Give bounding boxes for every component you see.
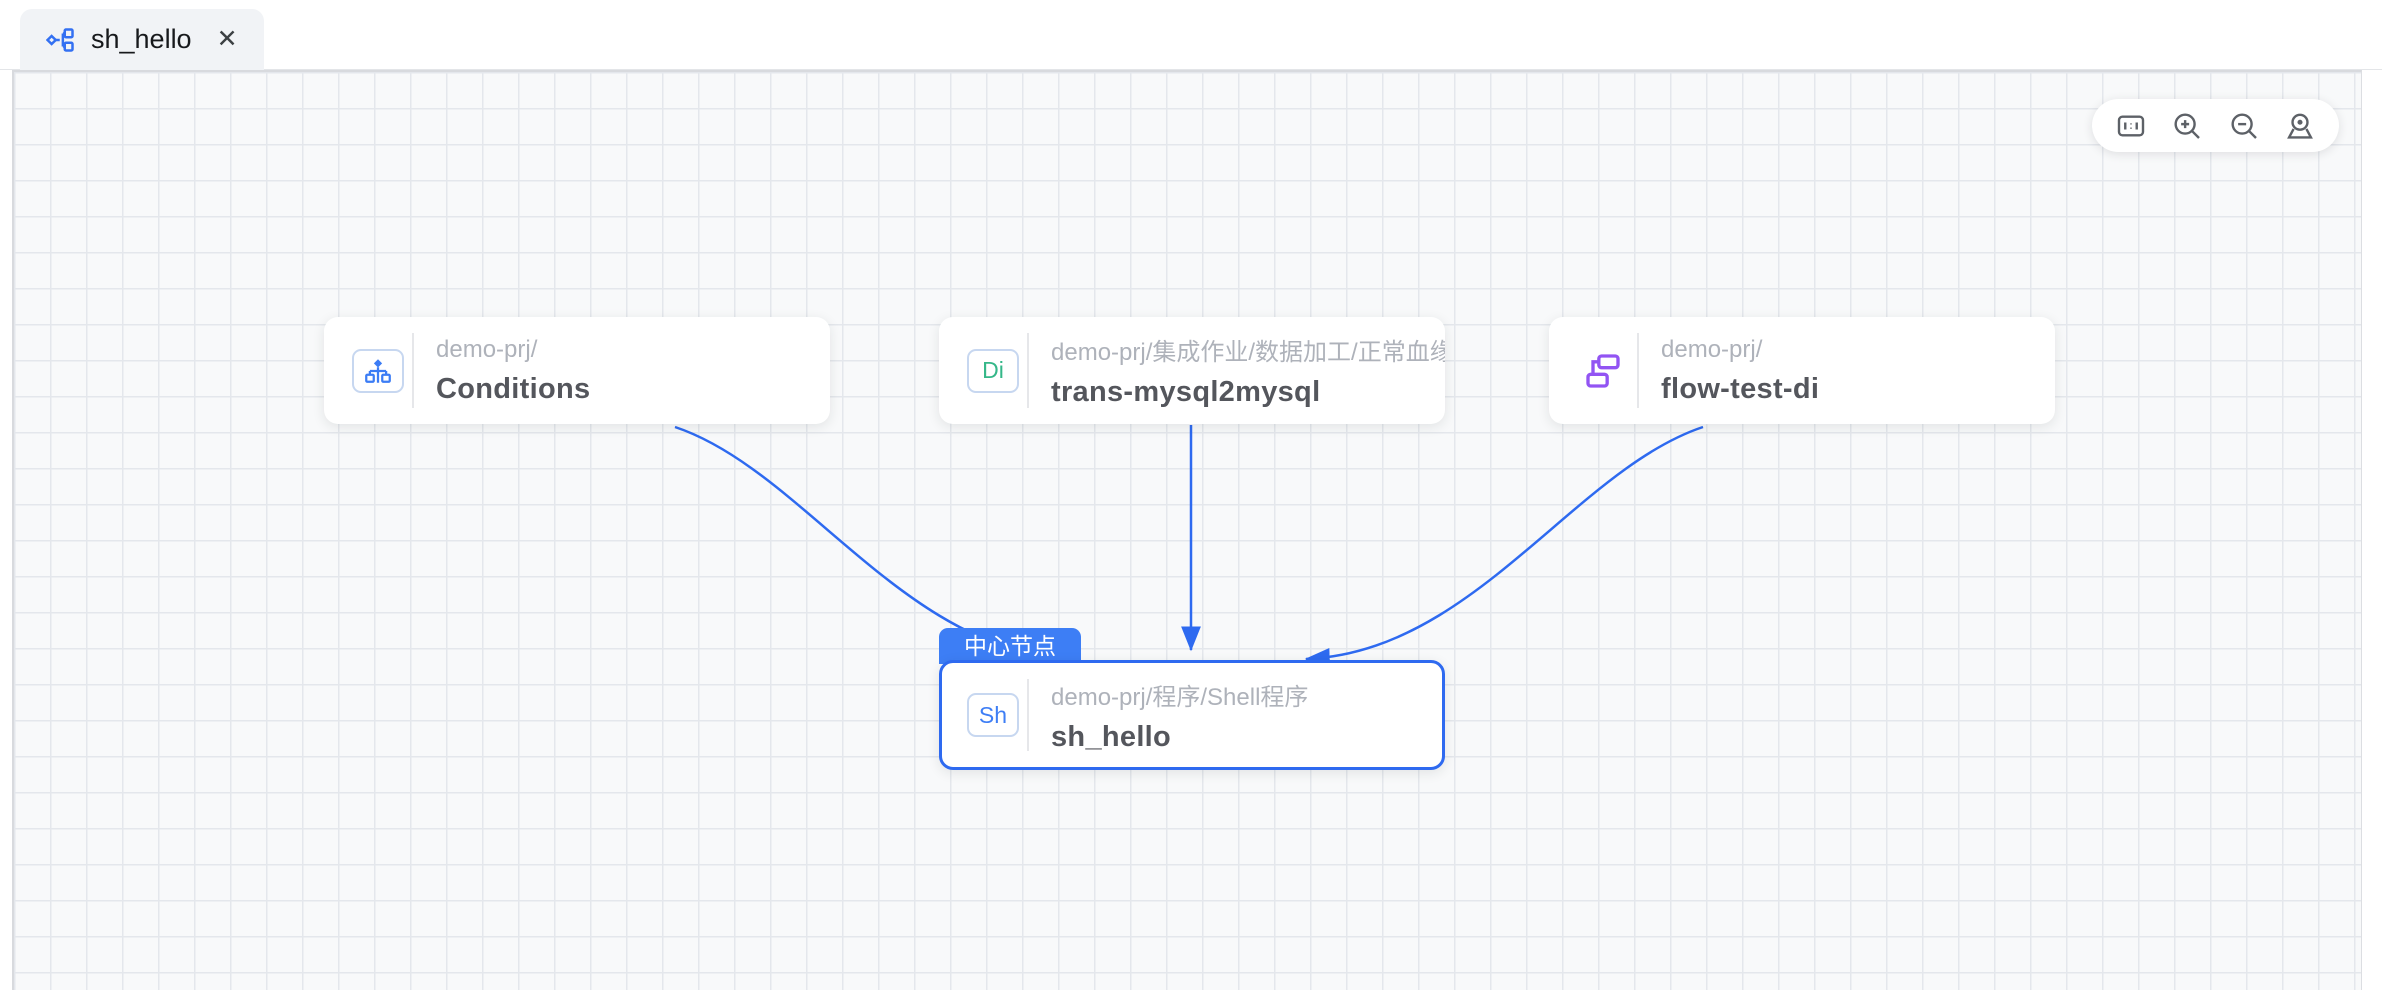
tab-sh-hello[interactable]: sh_hello ✕	[20, 9, 264, 70]
node-conditions[interactable]: demo-prj/ Conditions	[324, 317, 830, 424]
node-path: demo-prj/	[436, 335, 538, 363]
edge-layer	[674, 425, 1704, 668]
lineage-icon	[46, 25, 76, 55]
node-flow-test-di[interactable]: demo-prj/ flow-test-di	[1549, 317, 2055, 424]
sh-icon: Sh	[959, 693, 1027, 737]
canvas-toolbar	[2092, 99, 2339, 152]
node-sh-hello-center[interactable]: Sh demo-prj/程序/Shell程序 sh_hello	[939, 660, 1445, 770]
tab-bar: sh_hello ✕	[0, 0, 2382, 70]
node-title: sh_hello	[1051, 720, 1172, 753]
di-icon: Di	[959, 348, 1027, 393]
node-divider	[412, 333, 414, 408]
tab-close-icon[interactable]: ✕	[216, 25, 238, 53]
node-path: demo-prj/	[1661, 335, 1763, 363]
node-title: trans-mysql2mysql	[1051, 376, 1321, 408]
node-divider	[1027, 333, 1029, 408]
node-path: demo-prj/程序/Shell程序	[1051, 683, 1309, 711]
node-trans-mysql2mysql[interactable]: Di demo-prj/集成作业/数据加工/正常血缘 trans-mysql2m…	[939, 317, 1445, 424]
node-title: flow-test-di	[1661, 372, 1820, 405]
zoom-in-button[interactable]	[2170, 109, 2204, 143]
node-divider	[1637, 333, 1639, 408]
locate-button[interactable]	[2283, 109, 2317, 143]
node-title: Conditions	[436, 372, 591, 405]
edge-conditions-to-center	[674, 425, 1074, 668]
node-path: demo-prj/集成作业/数据加工/正常血缘	[1051, 339, 1445, 366]
conditions-icon	[344, 348, 412, 393]
flow-icon	[1569, 351, 1637, 391]
edge-flow-to-center	[1304, 425, 1704, 668]
lineage-canvas[interactable]: demo-prj/ Conditions Di demo-prj/集成作业/数据…	[12, 70, 2362, 990]
zoom-out-button[interactable]	[2227, 109, 2261, 143]
center-node-badge: 中心节点	[939, 628, 1081, 664]
tab-title: sh_hello	[91, 24, 192, 54]
node-divider	[1027, 679, 1029, 751]
fit-ratio-button[interactable]	[2114, 109, 2148, 143]
